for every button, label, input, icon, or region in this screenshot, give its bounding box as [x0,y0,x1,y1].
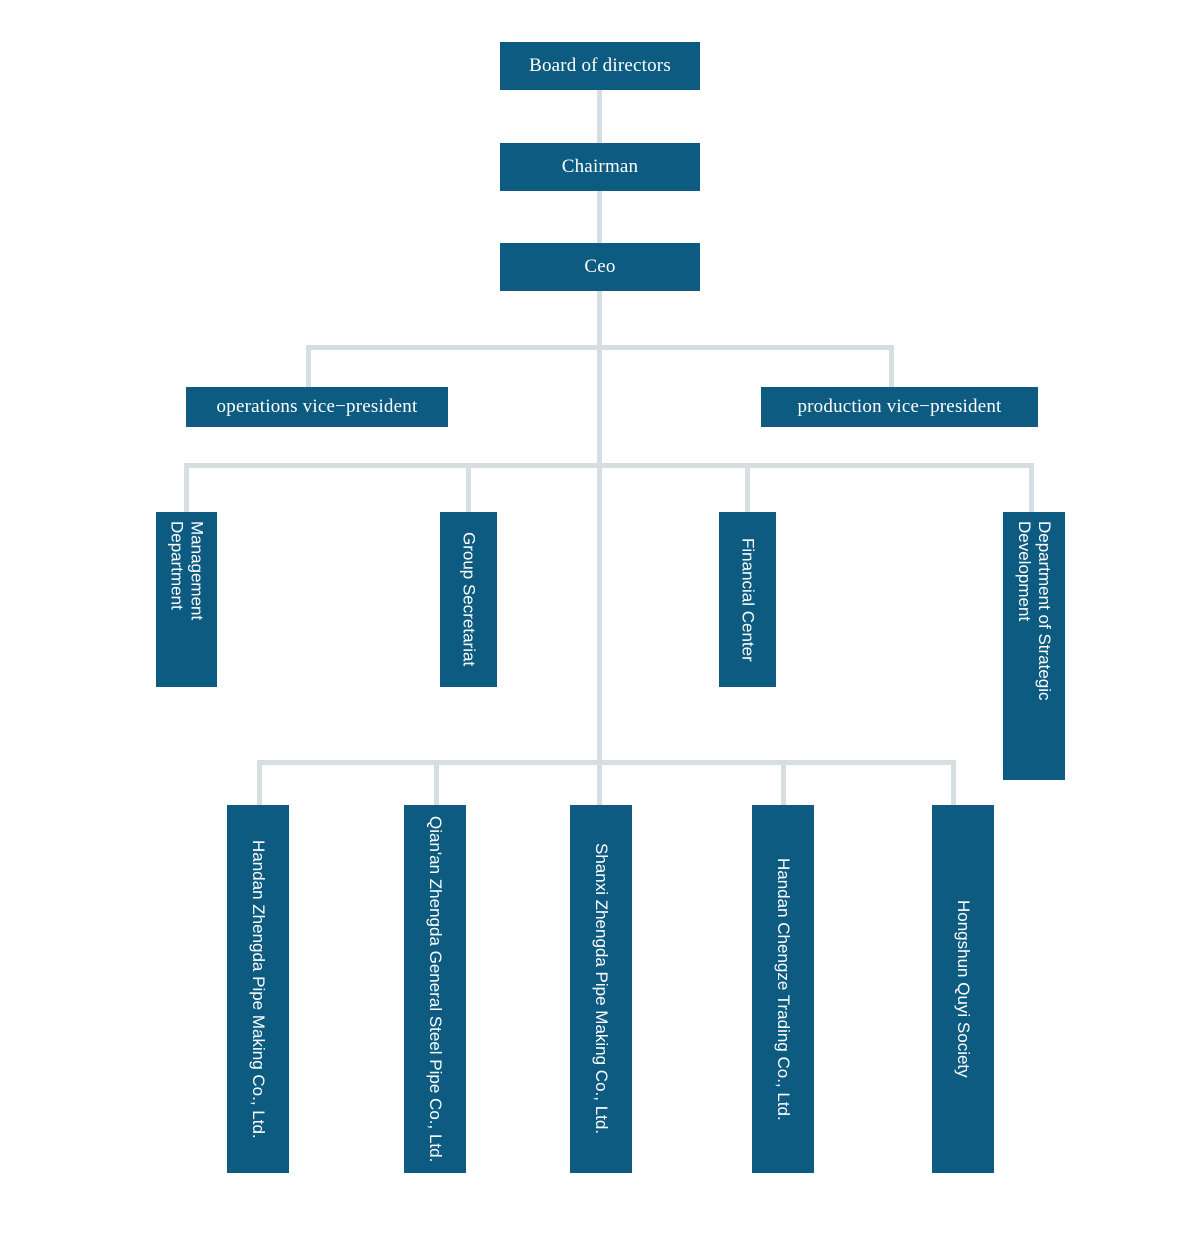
node-label: operations vice−president [216,395,418,417]
connector-ceo-trunk [597,291,602,805]
bus-departments [184,463,1034,468]
connector-bus-to-strategic-development [1029,463,1034,512]
node-group-secretariat[interactable]: Group Secretariat [440,512,497,687]
connector-bus-to-group-secretariat [466,463,471,512]
connector-bus-to-operations-vp [306,345,311,387]
node-label: Chairman [561,155,639,177]
node-chairman[interactable]: Chairman [500,143,700,191]
node-label: Shanxi Zhengda Pipe Making Co., Ltd. [592,843,612,1135]
node-operations-vice-president[interactable]: operations vice−president [186,387,448,427]
connector-board-to-chairman [597,90,602,143]
node-label: production vice−president [797,395,1002,417]
node-board-of-directors[interactable]: Board of directors [500,42,700,90]
connector-chairman-to-ceo [597,191,602,243]
node-handan-chengze-trading[interactable]: Handan Chengze Trading Co., Ltd. [752,805,814,1173]
node-label: Financial Center [738,537,758,662]
connector-bus-to-handan-chengze [781,760,786,805]
node-label: Hongshun Quyi Society [954,900,974,1078]
bus-vice-presidents [306,345,894,350]
node-label: Management Department [167,521,207,621]
connector-bus-to-financial-center [745,463,750,512]
connector-bus-to-qianan-zhengda [434,760,439,805]
node-label: Qian'an Zhengda General Steel Pipe Co., … [426,815,446,1163]
node-hongshun-quyi-society[interactable]: Hongshun Quyi Society [932,805,994,1173]
node-management-department[interactable]: Management Department [156,512,217,687]
node-label: Handan Zhengda Pipe Making Co., Ltd. [249,839,269,1139]
node-shanxi-zhengda-pipe-making[interactable]: Shanxi Zhengda Pipe Making Co., Ltd. [570,805,632,1173]
node-department-of-strategic-development[interactable]: Department of Strategic Development [1003,512,1065,780]
node-label: Ceo [584,255,616,277]
connector-bus-to-management-department [184,463,189,512]
node-label: Handan Chengze Trading Co., Ltd. [774,857,794,1121]
node-label: Group Secretariat [459,532,479,667]
node-label: Department of Strategic Development [1015,521,1055,701]
bus-subsidiaries [257,760,956,765]
connector-bus-to-production-vp [889,345,894,387]
node-production-vice-president[interactable]: production vice−president [761,387,1038,427]
node-qianan-zhengda-general-steel-pipe[interactable]: Qian'an Zhengda General Steel Pipe Co., … [404,805,466,1173]
node-label: Board of directors [529,54,671,76]
node-ceo[interactable]: Ceo [500,243,700,291]
node-financial-center[interactable]: Financial Center [719,512,776,687]
node-handan-zhengda-pipe-making[interactable]: Handan Zhengda Pipe Making Co., Ltd. [227,805,289,1173]
connector-bus-to-handan-zhengda [257,760,262,805]
connector-bus-to-hongshun-quyi [951,760,956,805]
